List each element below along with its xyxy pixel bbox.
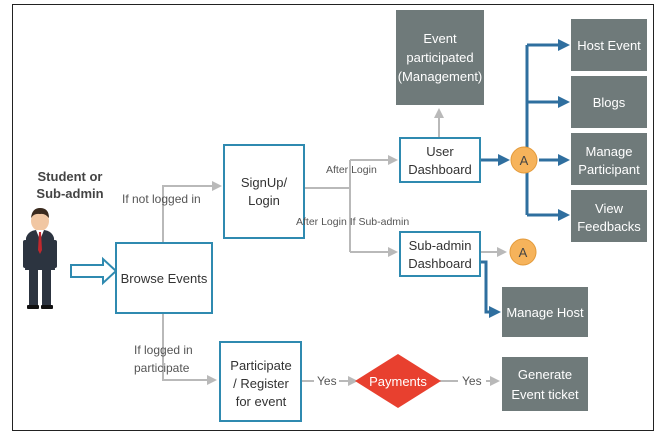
node-generate-ticket: Generate Event ticket — [502, 357, 588, 411]
payments-label: Payments — [369, 374, 427, 389]
generate-ticket-line1: Generate — [518, 367, 572, 382]
host-event-label: Host Event — [577, 38, 641, 53]
edge-label-not-logged-in: If not logged in — [122, 192, 201, 206]
node-manage-participant: Manage Participant — [571, 133, 647, 185]
person-icon — [23, 208, 57, 309]
signup-label-line1: SignUp/ — [241, 175, 288, 190]
edge-label-logged-in-line1: If logged in — [134, 343, 193, 357]
view-feedbacks-line2: Feedbacks — [577, 219, 641, 234]
manage-participant-line2: Participant — [578, 162, 640, 177]
node-event-participated: Event participated (Management) — [396, 10, 484, 105]
user-dashboard-line2: Dashboard — [408, 162, 472, 177]
node-signup-login: SignUp/ Login — [223, 144, 305, 239]
node-blogs: Blogs — [571, 76, 647, 128]
actor-to-browse-arrow — [70, 256, 118, 286]
browse-to-signup-arrow — [162, 181, 222, 243]
node-host-event: Host Event — [571, 19, 647, 71]
participate-line3: for event — [236, 394, 287, 409]
edge-label-yes-2: Yes — [462, 374, 482, 388]
node-user-dashboard: User Dashboard — [399, 137, 481, 183]
node-manage-host: Manage Host — [502, 287, 588, 337]
node-participate-register: Participate / Register for event — [219, 341, 302, 422]
browse-events-label: Browse Events — [121, 271, 208, 286]
subadmin-dashboard-line1: Sub-admin — [409, 238, 472, 253]
signup-label-line2: Login — [248, 193, 280, 208]
edge-label-logged-in-line2: participate — [134, 361, 190, 375]
view-feedbacks-line1: View — [595, 201, 624, 216]
edge-label-after-login-subadmin: After Login If Sub-admin — [296, 216, 409, 228]
connector-a1-label: A — [520, 153, 529, 168]
connector-a2-label: A — [519, 245, 528, 260]
user-dashboard-line1: User — [426, 144, 454, 159]
event-participated-line2: participated — [406, 50, 473, 65]
edge-label-after-login: After Login — [326, 164, 377, 176]
generate-ticket-line2: Event ticket — [511, 387, 579, 402]
actor-label-line1: Student or — [38, 169, 103, 184]
participate-line2: / Register — [233, 376, 289, 391]
subadmin-dashboard-line2: Dashboard — [408, 256, 472, 271]
node-subadmin-dashboard: Sub-admin Dashboard — [399, 231, 481, 277]
diagram-frame — [12, 4, 654, 431]
event-participated-line3: (Management) — [398, 69, 483, 84]
node-payments: Payments — [355, 354, 441, 408]
connector-a2: A — [509, 238, 537, 266]
actor-label-line2: Sub-admin — [36, 186, 103, 201]
node-view-feedbacks: View Feedbacks — [571, 190, 647, 242]
node-browse-events: Browse Events — [115, 242, 213, 314]
participate-line1: Participate — [230, 358, 291, 373]
connector-a1: A — [510, 146, 538, 174]
manage-host-label: Manage Host — [506, 305, 584, 320]
subadmin-to-manage-host-arrow — [480, 260, 501, 318]
manage-participant-line1: Manage — [586, 144, 633, 159]
browse-to-participate-arrow — [162, 313, 217, 385]
blogs-label: Blogs — [593, 95, 626, 110]
edge-label-yes-1: Yes — [317, 374, 337, 388]
event-participated-line1: Event — [423, 31, 457, 46]
